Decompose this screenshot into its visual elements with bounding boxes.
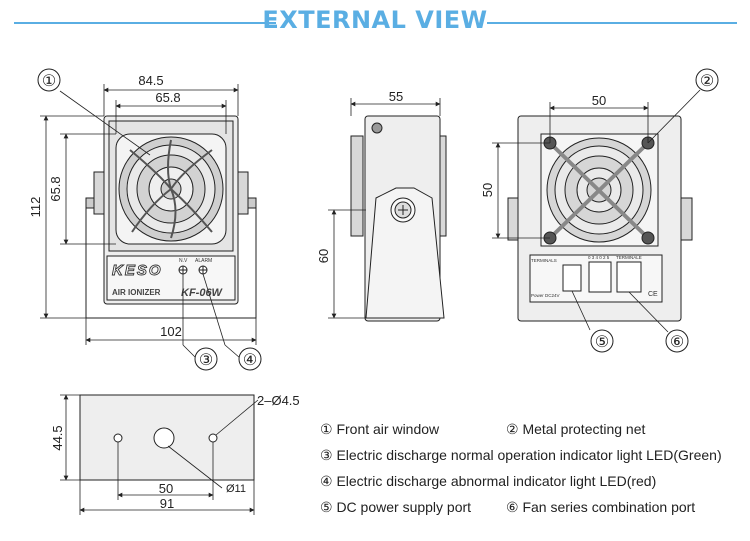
bottom-hole-left [113, 433, 123, 443]
callout-3: ③ [199, 352, 213, 369]
callout-6-circle [665, 329, 689, 353]
rear-dimensions [492, 89, 701, 333]
dim-height-inner: 65.8 [48, 176, 63, 201]
callout-2: ② [700, 73, 714, 90]
dim-center-hole: Ø11 [226, 483, 246, 495]
dim-stand-height: 60 [316, 249, 331, 263]
rear-view [507, 115, 693, 322]
front-view [85, 115, 257, 319]
callout-4-circle [238, 347, 262, 371]
front-label-panel [106, 255, 236, 301]
front-fan-window [115, 133, 227, 245]
rear-fan-guard [540, 133, 659, 247]
page-title: EXTERNAL VIEW [262, 6, 488, 34]
callout-4: ④ [243, 352, 257, 369]
dim-hole-note: 2–Ø4.5 [257, 393, 300, 408]
legend-item-3: ③ Electric discharge normal operation in… [320, 447, 722, 463]
callout-1: ① [42, 73, 56, 90]
fan-combination-port [616, 261, 642, 293]
terminal-label-2: TERMINALE [616, 255, 642, 260]
product-name: AIR IONIZER [112, 288, 161, 297]
callout-1-circle [37, 68, 61, 92]
side-view [350, 115, 447, 322]
dim-rear-holes-v: 50 [480, 183, 495, 197]
model-name: KF-06W [181, 287, 224, 299]
dc-power-port [562, 264, 582, 292]
led-nv-label: N.V [179, 258, 188, 264]
front-stand [85, 205, 257, 319]
legend-item-6: ⑥ Fan series combination port [506, 499, 696, 515]
callout-6: ⑥ [670, 334, 684, 351]
callout-5-circle [590, 329, 614, 353]
callout-5: ⑤ [595, 334, 609, 351]
port-code: 0 3 4 0 2 5 [588, 255, 610, 260]
title-rule-left [14, 22, 276, 24]
legend-item-5: ⑤ DC power supply port [320, 499, 472, 515]
callout-2-circle [695, 68, 719, 92]
bottom-hole-right [208, 433, 218, 443]
bottom-view [79, 394, 255, 481]
side-screw-icon [371, 122, 383, 134]
dim-bottom-depth: 44.5 [50, 425, 65, 450]
callout-3-circle [194, 347, 218, 371]
dim-width-outer: 84.5 [138, 73, 163, 88]
brand-logo: KESO [112, 262, 163, 279]
dim-rear-holes-h: 50 [592, 93, 606, 108]
dim-bottom-hole-spacing: 50 [159, 481, 173, 496]
power-label: Power DC24V [531, 293, 560, 298]
front-dimensions [40, 84, 257, 359]
legend-item-1: ① Front air window [320, 421, 440, 437]
legend-item-4: ④ Electric discharge abnormal indicator … [320, 473, 657, 489]
dim-side-depth: 55 [389, 89, 403, 104]
legend-item-2: ② Metal protecting net [506, 421, 646, 437]
dim-width-inner: 65.8 [155, 90, 180, 105]
dim-height-outer: 112 [28, 197, 43, 218]
bottom-hole-center [153, 427, 175, 449]
dim-base-width: 102 [160, 324, 182, 339]
led-alarm-label: ALARM [195, 258, 212, 264]
bottom-dimensions [60, 394, 259, 515]
dim-bottom-width: 91 [160, 496, 174, 511]
ce-mark: CE [648, 291, 658, 298]
side-dimensions [328, 98, 441, 319]
title-rule-right [487, 22, 737, 24]
terminal-label: TERMINALS [531, 258, 557, 263]
